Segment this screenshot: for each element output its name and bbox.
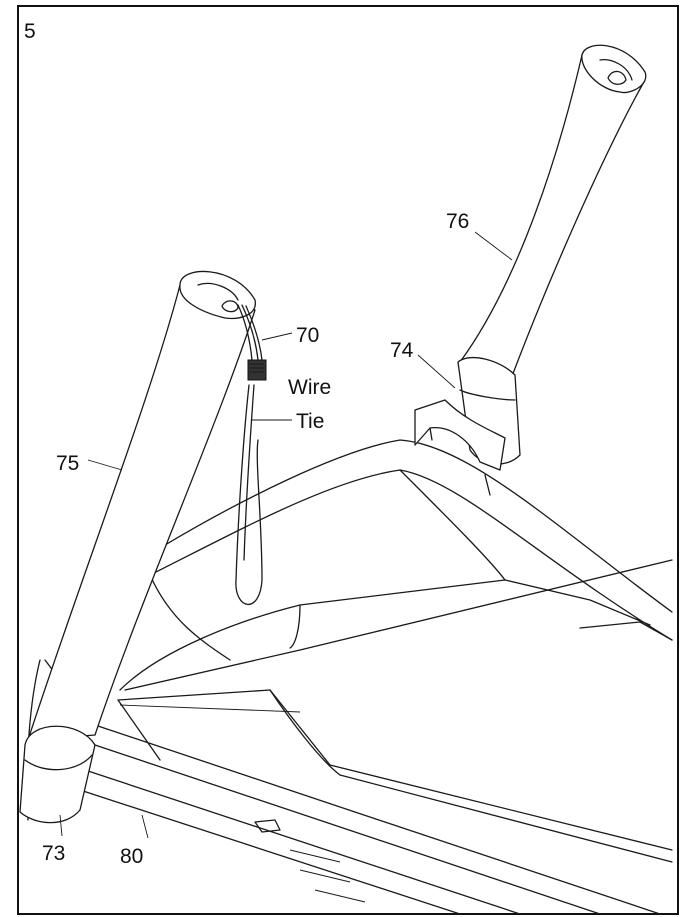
wire-harness-70	[237, 304, 267, 381]
label-70: 70	[296, 324, 319, 347]
label-75: 75	[56, 452, 79, 475]
step-number: 5	[24, 20, 36, 43]
leader-lines	[59, 231, 513, 839]
label-80: 80	[120, 845, 143, 868]
label-tie: Tie	[296, 410, 324, 433]
upright-76	[414, 44, 647, 496]
label-76: 76	[446, 210, 469, 233]
label-74: 74	[390, 339, 414, 362]
upright-75	[19, 270, 256, 824]
label-wire: Wire	[288, 376, 331, 399]
treadmill-base	[26, 439, 673, 915]
label-73: 73	[42, 842, 65, 865]
wire-tie	[235, 384, 263, 606]
